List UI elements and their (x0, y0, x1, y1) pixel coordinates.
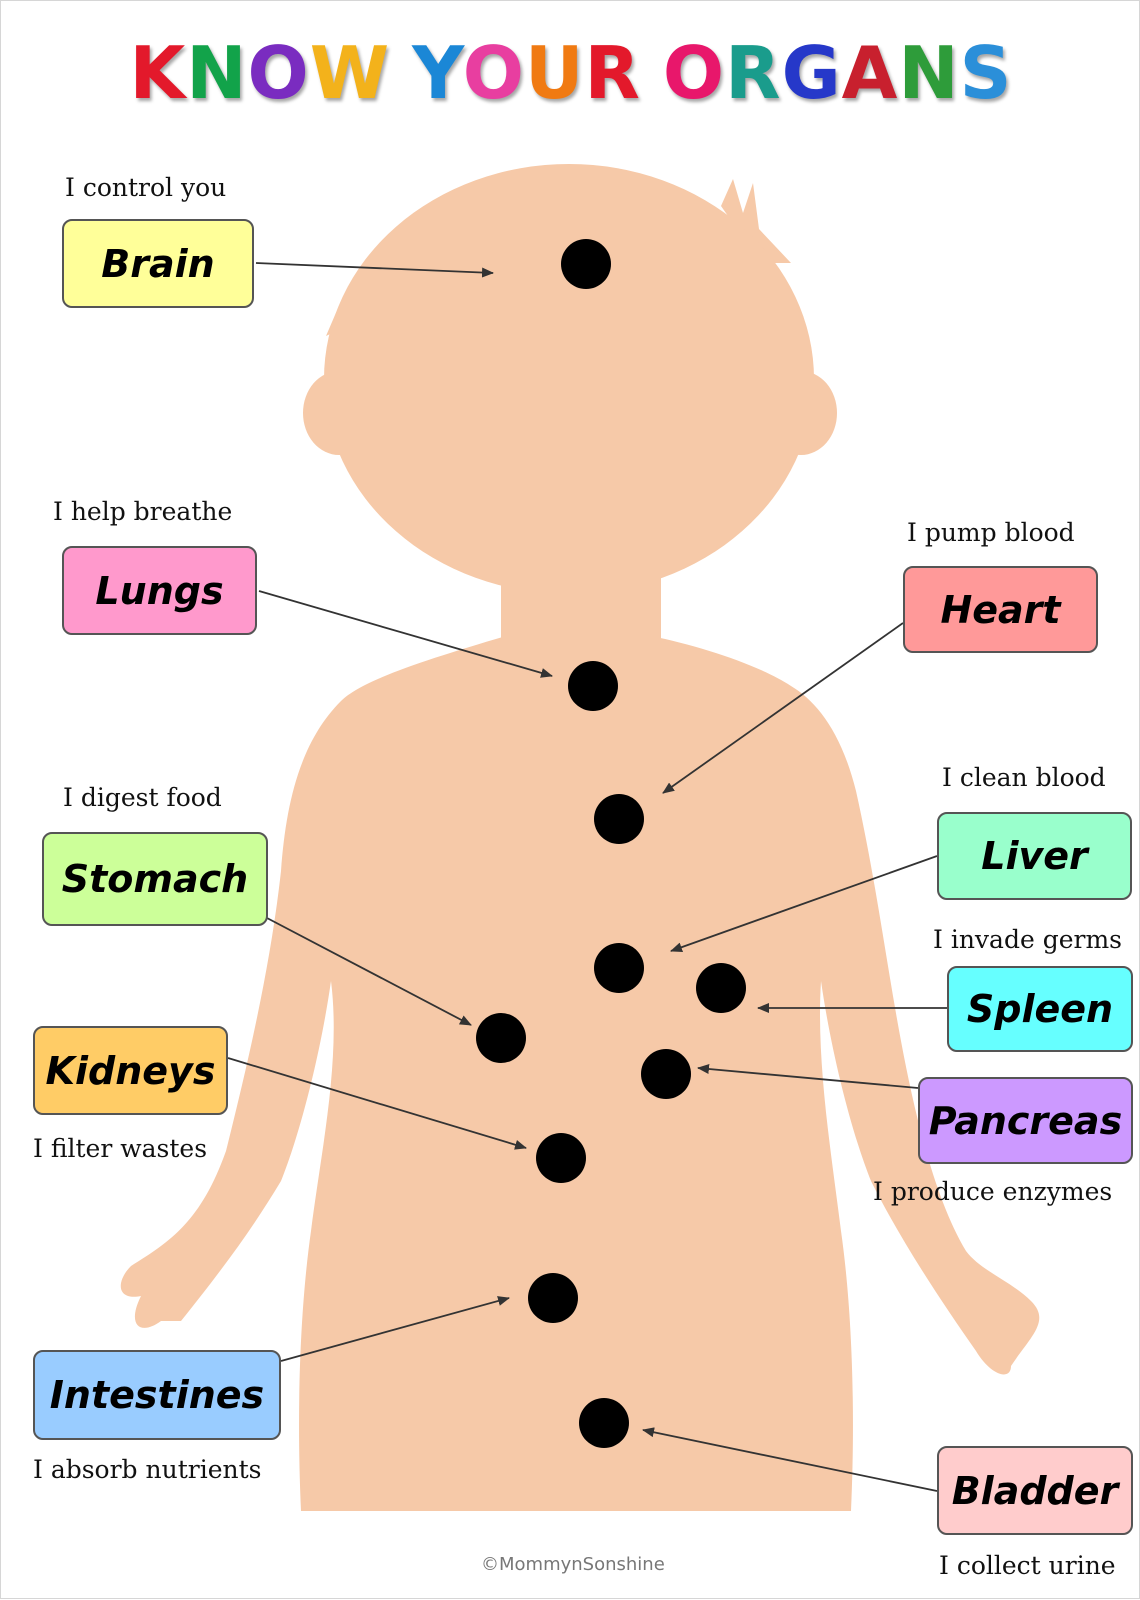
pointer-arrows (227, 262, 947, 1492)
bladder-label[interactable]: Bladder (937, 1446, 1133, 1535)
pancreas-dot[interactable] (641, 1049, 691, 1099)
title-letter: Y (412, 31, 463, 115)
pancreas-label[interactable]: Pancreas (918, 1077, 1133, 1164)
stomach-dot[interactable] (476, 1013, 526, 1063)
bladder-arrow (642, 1427, 938, 1492)
title-letter: A (841, 31, 899, 115)
bladder-caption: I collect urine (939, 1551, 1116, 1580)
stomach-caption: I digest food (63, 783, 222, 812)
brain-arrow (255, 262, 494, 278)
heart-caption: I pump blood (907, 518, 1075, 547)
liver-caption: I clean blood (942, 763, 1106, 792)
title-letter: G (781, 31, 842, 115)
title-letter: W (309, 31, 391, 115)
brain-dot[interactable] (561, 239, 611, 289)
copyright-credit: ©MommynSonshine (481, 1554, 665, 1575)
title-letter: N (898, 31, 960, 115)
spleen-dot[interactable] (696, 963, 746, 1013)
lungs-arrow (258, 590, 553, 678)
title-letter: O (662, 31, 726, 115)
spleen-caption: I invade germs (933, 925, 1122, 954)
liver-label[interactable]: Liver (937, 812, 1132, 900)
lungs-label[interactable]: Lungs (62, 546, 257, 635)
kidneys-dot[interactable] (536, 1133, 586, 1183)
kidneys-arrow (227, 1057, 527, 1150)
intestines-arrow (280, 1296, 510, 1362)
title-letter: R (725, 31, 782, 115)
stomach-label[interactable]: Stomach (42, 832, 268, 926)
title-letter: S (959, 31, 1013, 115)
child-silhouette (120, 164, 1040, 1511)
title-letter: K (129, 31, 187, 115)
bladder-dot[interactable] (579, 1398, 629, 1448)
pancreas-arrow (697, 1064, 919, 1089)
title-letter: U (524, 31, 585, 115)
heart-label[interactable]: Heart (903, 566, 1098, 653)
kidneys-caption: I filter wastes (33, 1134, 208, 1163)
kidneys-label[interactable]: Kidneys (33, 1026, 228, 1115)
liver-arrow (670, 855, 938, 953)
title-letter: N (186, 31, 248, 115)
heart-dot[interactable] (594, 794, 644, 844)
lungs-dot[interactable] (568, 661, 618, 711)
title-letter: R (584, 31, 641, 115)
brain-label[interactable]: Brain (62, 219, 254, 308)
brain-caption: I control you (65, 173, 227, 202)
intestines-label[interactable]: Intestines (33, 1350, 281, 1440)
pancreas-caption: I produce enzymes (873, 1177, 1113, 1206)
spleen-label[interactable]: Spleen (947, 966, 1133, 1052)
organ-dots (476, 239, 746, 1448)
intestines-dot[interactable] (528, 1273, 578, 1323)
title-letter: O (247, 31, 310, 115)
stomach-arrow (266, 917, 472, 1026)
heart-arrow (662, 622, 904, 794)
title-letter: O (462, 31, 525, 115)
intestines-caption: I absorb nutrients (33, 1455, 262, 1484)
liver-dot[interactable] (594, 943, 644, 993)
lungs-caption: I help breathe (53, 497, 233, 526)
